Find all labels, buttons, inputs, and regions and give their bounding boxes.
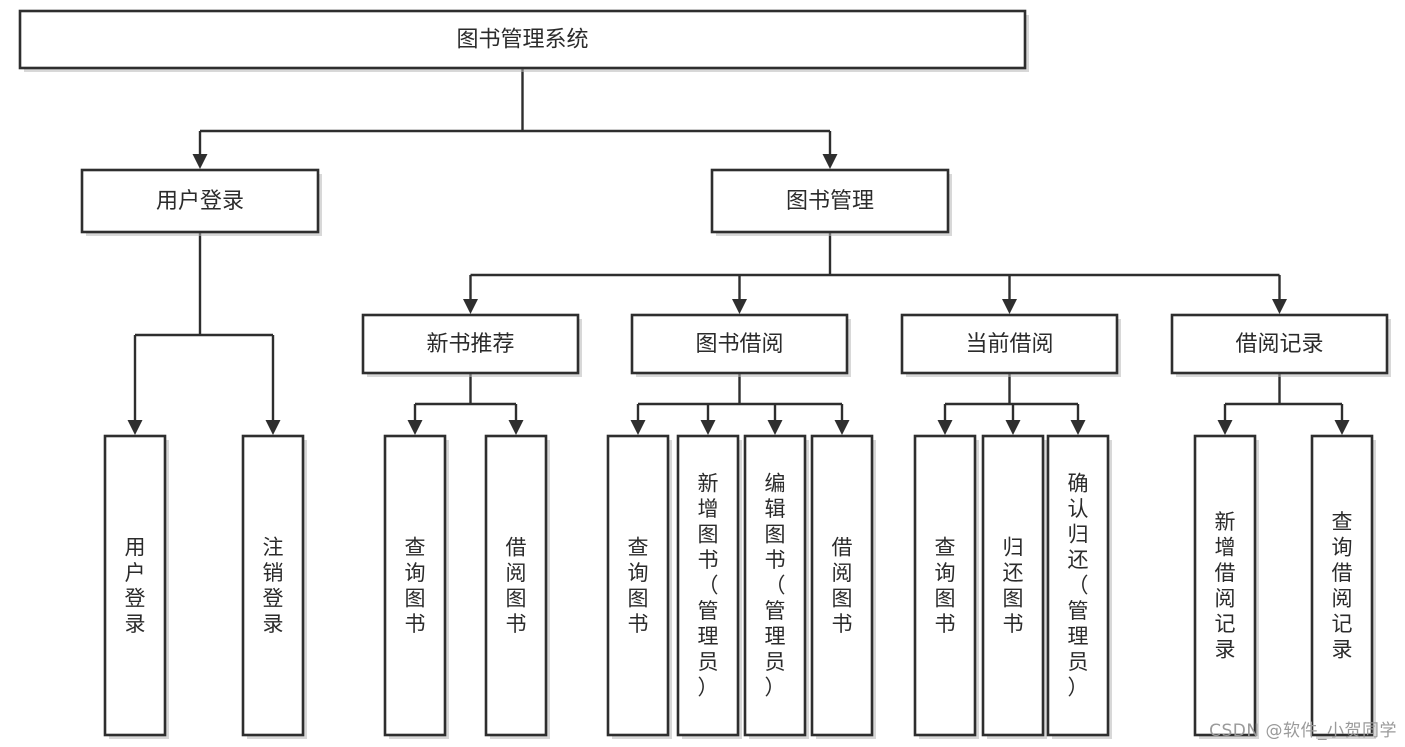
node-leaf-query-book-b-label: 查询图书 (628, 535, 649, 636)
node-book-manage-label: 图书管理 (786, 189, 874, 214)
node-leaf-return-book-label: 归还图书 (1003, 535, 1024, 636)
conn-root-to-user-login-arrowhead (192, 154, 208, 169)
node-user-login-box[interactable] (80, 168, 320, 234)
node-leaf-confirm-return-label: 确认归还（管理员） (1068, 472, 1089, 700)
node-leaf-edit-book[interactable]: 编辑图书（管理员） (743, 434, 809, 739)
conn-bookmanage-to-book-borrow-arrowhead (732, 299, 747, 314)
node-book-borrow-label: 图书借阅 (695, 332, 783, 357)
node-user-login[interactable]: 用户登录 (80, 168, 322, 236)
node-root-system-box[interactable] (18, 9, 1027, 70)
node-leaf-add-record[interactable]: 新增借阅记录 (1193, 434, 1259, 739)
node-leaf-query-record-label: 查询借阅记录 (1332, 510, 1353, 662)
conn-book-borrow-to-leaf-edit-book-arrowhead (767, 420, 783, 435)
conn-book-borrow-to-leaf-borrow-book-b-arrowhead (834, 420, 850, 435)
node-leaf-query-record-box[interactable] (1310, 434, 1374, 737)
node-leaf-query-book-rec-box[interactable] (383, 434, 447, 737)
node-leaf-query-book-b-box[interactable] (606, 434, 670, 737)
node-leaf-borrow-book-b-box[interactable] (810, 434, 874, 737)
node-leaf-return-book-box[interactable] (981, 434, 1045, 737)
node-new-book-rec-box[interactable] (361, 313, 580, 375)
node-current-borrow[interactable]: 当前借阅 (900, 313, 1121, 377)
node-book-manage[interactable]: 图书管理 (710, 168, 952, 236)
node-leaf-query-book-rec-label: 查询图书 (405, 535, 426, 636)
node-leaf-borrow-book-b[interactable]: 借阅图书 (810, 434, 876, 739)
node-leaf-confirm-return-box[interactable] (1046, 434, 1110, 737)
conn-current-borrow-to-leaf-return-book-arrowhead (1005, 420, 1021, 435)
node-current-borrow-box[interactable] (900, 313, 1119, 375)
conn-bookmanage-to-borrow-record-arrowhead (1272, 299, 1287, 314)
node-current-borrow-label: 当前借阅 (965, 332, 1053, 357)
node-new-book-rec[interactable]: 新书推荐 (361, 313, 582, 377)
node-leaf-add-record-label: 新增借阅记录 (1215, 510, 1236, 662)
node-leaf-query-record[interactable]: 查询借阅记录 (1310, 434, 1376, 739)
conn-new-book-rec-to-leaf-borrow-book-rec-arrowhead (508, 420, 524, 435)
conn-new-book-rec-to-leaf-query-book-rec-arrowhead (407, 420, 423, 435)
conn-bookmanage-to-current-borrow-arrowhead (1002, 299, 1017, 314)
node-leaf-borrow-book-b-label: 借阅图书 (832, 535, 853, 636)
node-leaf-query-book-c-label: 查询图书 (935, 535, 956, 636)
connector-layer (127, 68, 1350, 435)
node-leaf-user-login-label: 用户登录 (125, 535, 146, 636)
node-leaf-borrow-book-rec-label: 借阅图书 (506, 535, 527, 636)
node-user-login-label: 用户登录 (156, 189, 244, 214)
node-book-borrow-box[interactable] (630, 313, 849, 375)
node-book-borrow[interactable]: 图书借阅 (630, 313, 851, 377)
node-leaf-borrow-book-rec[interactable]: 借阅图书 (484, 434, 550, 739)
node-leaf-edit-book-label: 编辑图书（管理员） (765, 472, 786, 700)
node-layer: 图书管理系统用户登录图书管理新书推荐图书借阅当前借阅借阅记录用户登录注销登录查询… (18, 9, 1391, 739)
node-borrow-record-box[interactable] (1170, 313, 1389, 375)
node-leaf-logout-box[interactable] (241, 434, 305, 737)
conn-current-borrow-to-leaf-confirm-return-arrowhead (1070, 420, 1086, 435)
node-leaf-query-book-b[interactable]: 查询图书 (606, 434, 672, 739)
node-new-book-rec-label: 新书推荐 (426, 332, 514, 357)
conn-user-login-to-leaf-user-login-arrowhead (127, 420, 143, 435)
node-borrow-record[interactable]: 借阅记录 (1170, 313, 1391, 377)
node-leaf-add-book-label: 新增图书（管理员） (698, 472, 719, 700)
conn-book-borrow-to-leaf-add-book-arrowhead (700, 420, 716, 435)
node-book-manage-box[interactable] (710, 168, 950, 234)
conn-borrow-record-to-leaf-query-record-arrowhead (1334, 420, 1350, 435)
node-leaf-add-book[interactable]: 新增图书（管理员） (676, 434, 742, 739)
node-leaf-logout[interactable]: 注销登录 (241, 434, 307, 739)
conn-borrow-record-to-leaf-add-record-arrowhead (1217, 420, 1233, 435)
node-leaf-query-book-rec[interactable]: 查询图书 (383, 434, 449, 739)
conn-user-login-to-leaf-logout-arrowhead (265, 420, 281, 435)
conn-book-borrow-to-leaf-query-book-b-arrowhead (630, 420, 646, 435)
node-leaf-add-book-box[interactable] (676, 434, 740, 737)
node-leaf-query-book-c-box[interactable] (913, 434, 977, 737)
node-leaf-user-login-box[interactable] (103, 434, 167, 737)
node-borrow-record-label: 借阅记录 (1235, 332, 1323, 357)
conn-bookmanage-to-new-book-rec-arrowhead (463, 299, 478, 314)
conn-root-to-book-manage-arrowhead (822, 154, 838, 169)
node-leaf-logout-label: 注销登录 (263, 535, 284, 636)
node-leaf-query-book-c[interactable]: 查询图书 (913, 434, 979, 739)
node-leaf-edit-book-box[interactable] (743, 434, 807, 737)
node-leaf-user-login[interactable]: 用户登录 (103, 434, 169, 739)
node-leaf-borrow-book-rec-box[interactable] (484, 434, 548, 737)
node-root-system-label: 图书管理系统 (456, 28, 588, 53)
node-leaf-add-record-box[interactable] (1193, 434, 1257, 737)
node-root-system[interactable]: 图书管理系统 (18, 9, 1029, 72)
node-leaf-confirm-return[interactable]: 确认归还（管理员） (1046, 434, 1112, 739)
conn-current-borrow-to-leaf-query-book-c-arrowhead (937, 420, 953, 435)
node-leaf-return-book[interactable]: 归还图书 (981, 434, 1047, 739)
